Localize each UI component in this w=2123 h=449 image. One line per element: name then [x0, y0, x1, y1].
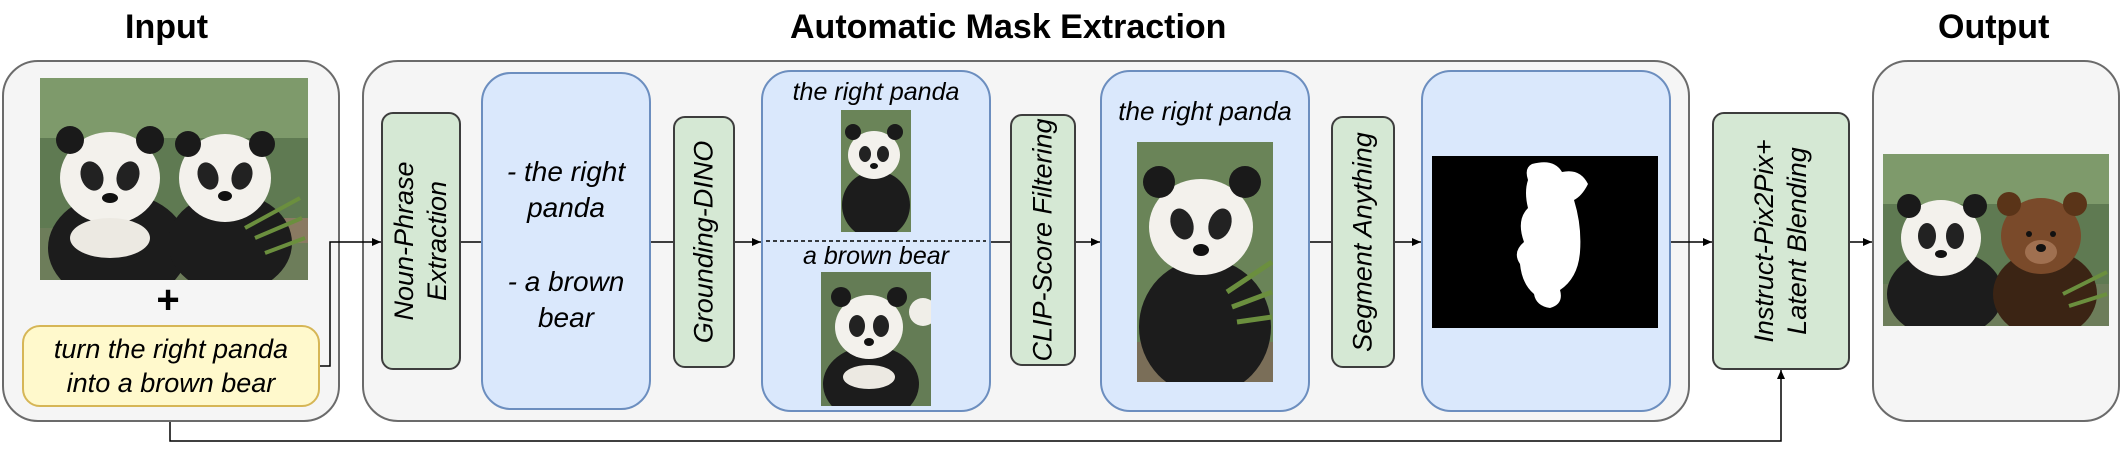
grounding-dino-box: Grounding-DINO — [673, 116, 735, 368]
mask-extraction-header: Automatic Mask Extraction — [790, 8, 1227, 46]
grounding-label-1: the right panda — [792, 78, 960, 106]
clip-selected-crop — [1137, 142, 1273, 382]
plus-sign: + — [156, 278, 180, 322]
noun-phrase-1: - the right panda — [506, 156, 626, 223]
instruction-text: turn the right panda into a brown bear — [53, 334, 289, 398]
crop-right-panda — [841, 110, 911, 232]
segmentation-mask — [1432, 156, 1658, 328]
instruction-box: turn the right panda into a brown bear — [22, 325, 320, 407]
clip-result-label: the right panda — [1118, 96, 1292, 126]
input-image — [40, 78, 308, 280]
noun-phrase-extraction-box: Noun-Phrase Extraction — [381, 112, 461, 370]
noun-phrase-2: - a brown bear — [507, 266, 625, 333]
grounding-label-2: a brown bear — [803, 242, 949, 270]
clip-score-filtering-box: CLIP-Score Filtering — [1010, 114, 1076, 366]
input-header: Input — [125, 8, 209, 46]
output-header: Output — [1938, 8, 2050, 46]
output-image — [1883, 154, 2109, 326]
crop-brown-bear-candidate — [821, 272, 931, 406]
noun-phrases-panel: - the right panda - a brown bear — [481, 72, 651, 410]
segment-anything-box: Segment Anything — [1331, 116, 1395, 368]
instruct-pix2pix-box: Instruct-Pix2Pix+ Latent Blending — [1712, 112, 1850, 370]
